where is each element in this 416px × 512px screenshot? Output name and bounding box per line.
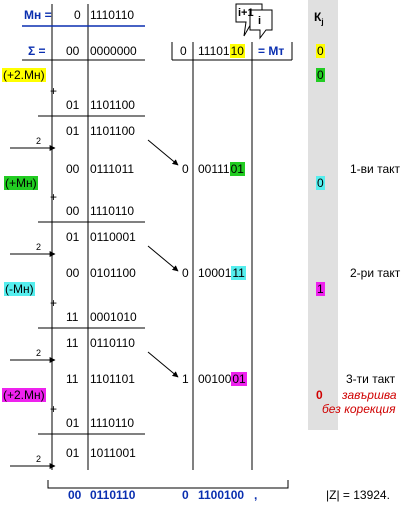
row-bits: 1101100 [90, 124, 135, 138]
row-sign: 11 [66, 372, 79, 386]
plus-sign: + [50, 296, 58, 310]
row-bits: 1011001 [90, 446, 136, 460]
note-no-correction: без корекция [322, 402, 396, 416]
row-sign: 01 [66, 446, 80, 460]
sum-label: Σ = [28, 44, 46, 58]
kj-3: 1 [316, 282, 325, 296]
kj-initial: 0 [316, 44, 325, 58]
mult-sign: 1 [182, 372, 189, 386]
row-bits: 0110001 [90, 230, 136, 244]
result-z: |Z| = 13924. [326, 488, 390, 502]
row-sign: 11 [66, 336, 79, 350]
mn-sign: 0 [74, 8, 81, 22]
plus-sign: + [50, 402, 58, 416]
plus-sign: + [50, 84, 58, 98]
step-2-label: 2-ри такт [350, 266, 401, 280]
op-plus-2mn: (+2.Мн) [2, 68, 46, 82]
row-bits: 1110110 [90, 416, 135, 430]
shift-label: 2 [36, 348, 42, 358]
result-sum-bits: 0110110 [90, 488, 136, 502]
row-sign: 11 [66, 310, 79, 324]
row-bits: 1110110 [90, 204, 135, 218]
op-plus-2mn-b: (+2.Мн) [2, 388, 46, 402]
sum-sign: 00 [66, 44, 80, 58]
row-sign: 01 [66, 416, 80, 430]
kj-label: Кj [314, 10, 324, 27]
row-bits: 0001010 [90, 310, 137, 324]
mn-bits: 1110110 [90, 8, 135, 22]
kj-4: 0 [316, 388, 323, 402]
row-sign: 00 [66, 204, 80, 218]
mn-label: Мн = [24, 8, 52, 22]
kj-2: 0 [316, 176, 325, 190]
row-bits: 0110110 [90, 336, 135, 350]
op-minus-mn: (-Мн) [4, 282, 35, 296]
shift-label: 2 [36, 136, 42, 146]
callout-i-plus-1: i+1 [238, 7, 254, 19]
result-comma: , [254, 488, 258, 502]
mult-bits: 0010001 [198, 372, 247, 386]
mt-sign: 0 [180, 44, 187, 58]
sum-bits: 0000000 [90, 44, 137, 58]
kj-1: 0 [316, 68, 325, 82]
op-plus-mn: (+Мн) [4, 176, 38, 190]
row-sign: 01 [66, 230, 80, 244]
row-sign: 00 [66, 266, 80, 280]
plus-sign: + [50, 190, 58, 204]
callout-i: i [258, 15, 262, 27]
row-sign: 01 [66, 124, 80, 138]
step-1-label: 1-ви такт [350, 162, 400, 176]
result-sum-sign: 00 [68, 488, 82, 502]
result-mt-bits: 1100100 [198, 488, 245, 502]
row-bits: 0111011 [90, 162, 135, 176]
mult-sign: 0 [182, 266, 189, 280]
mt-label: = Мт [258, 44, 285, 58]
mult-bits: 0011101 [198, 162, 245, 176]
shift-label: 2 [36, 454, 42, 464]
row-sign: 00 [66, 162, 80, 176]
row-bits: 0101100 [90, 266, 136, 280]
row-bits: 1101100 [90, 98, 135, 112]
step-3-label: 3-ти такт [346, 372, 396, 386]
row-sign: 01 [66, 98, 80, 112]
mult-bits: 1000111 [198, 266, 246, 280]
shift-label: 2 [36, 242, 42, 252]
note-completes: завършва [342, 388, 397, 402]
result-mt-sign: 0 [182, 488, 189, 502]
mult-sign: 0 [182, 162, 189, 176]
mt-bits: 1110110 [198, 44, 245, 58]
row-bits: 1101101 [90, 372, 135, 386]
